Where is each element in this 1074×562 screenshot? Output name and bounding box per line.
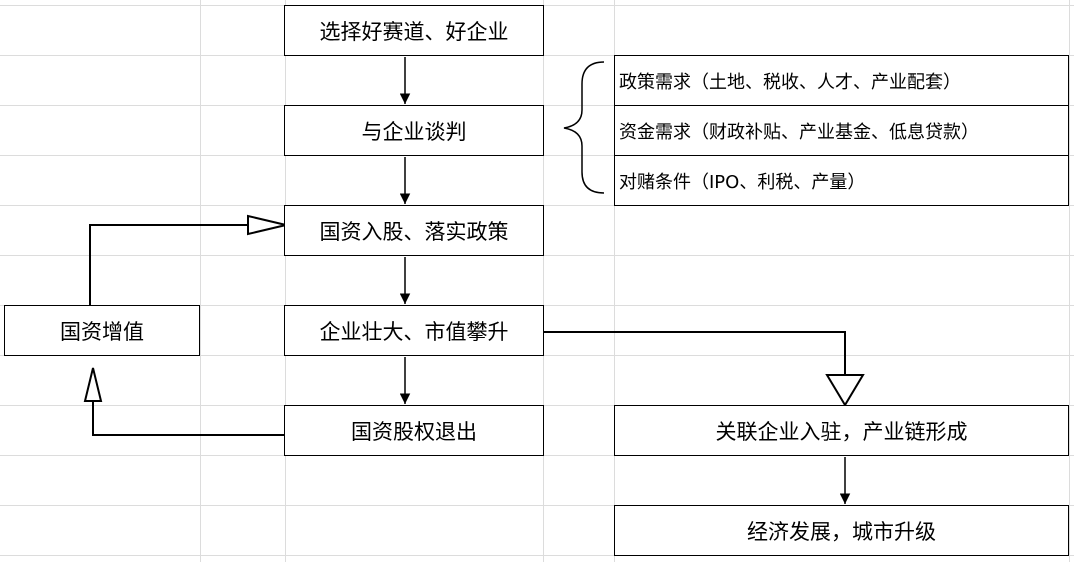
- appreciation-to-invest-line: [89, 224, 248, 305]
- chain-arrowhead: [825, 374, 865, 407]
- step-grow-label: 企业壮大、市值攀升: [319, 319, 509, 344]
- requirement-policy-box: 政策需求（土地、税收、人才、产业配套）: [614, 55, 1069, 106]
- step-negotiate-label: 与企业谈判: [361, 119, 467, 144]
- step-exit-label: 国资股权退出: [351, 419, 477, 444]
- chain-box: 关联企业入驻，产业链形成: [614, 405, 1069, 456]
- requirement-funding-label: 资金需求（财政补贴、产业基金、低息贷款）: [619, 121, 979, 143]
- requirement-funding-box: 资金需求（财政补贴、产业基金、低息贷款）: [614, 105, 1069, 156]
- step-select-label: 选择好赛道、好企业: [319, 19, 509, 44]
- appreciation-arrowhead: [83, 367, 103, 402]
- step-select-box: 选择好赛道、好企业: [284, 5, 544, 56]
- step-exit-box: 国资股权退出: [284, 405, 544, 456]
- outcome-label: 经济发展，城市升级: [747, 519, 936, 544]
- step-invest-box: 国资入股、落实政策: [284, 205, 544, 256]
- outcome-box: 经济发展，城市升级: [614, 505, 1069, 556]
- appreciation-label: 国资增值: [60, 319, 144, 344]
- appreciation-box: 国资增值: [4, 305, 200, 356]
- requirement-bet-box: 对赌条件（IPO、利税、产量）: [614, 155, 1069, 206]
- step-invest-label: 国资入股、落实政策: [319, 219, 509, 244]
- exit-to-appreciation-line: [92, 401, 285, 436]
- step-negotiate-box: 与企业谈判: [284, 105, 544, 156]
- requirements-brace: [563, 61, 605, 194]
- requirement-policy-label: 政策需求（土地、税收、人才、产业配套）: [619, 71, 961, 93]
- invest-arrowhead: [247, 214, 287, 236]
- requirement-bet-label: 对赌条件（IPO、利税、产量）: [619, 171, 866, 193]
- grow-to-chain-line: [544, 331, 846, 375]
- chain-label: 关联企业入驻，产业链形成: [715, 419, 968, 444]
- step-grow-box: 企业壮大、市值攀升: [284, 305, 544, 356]
